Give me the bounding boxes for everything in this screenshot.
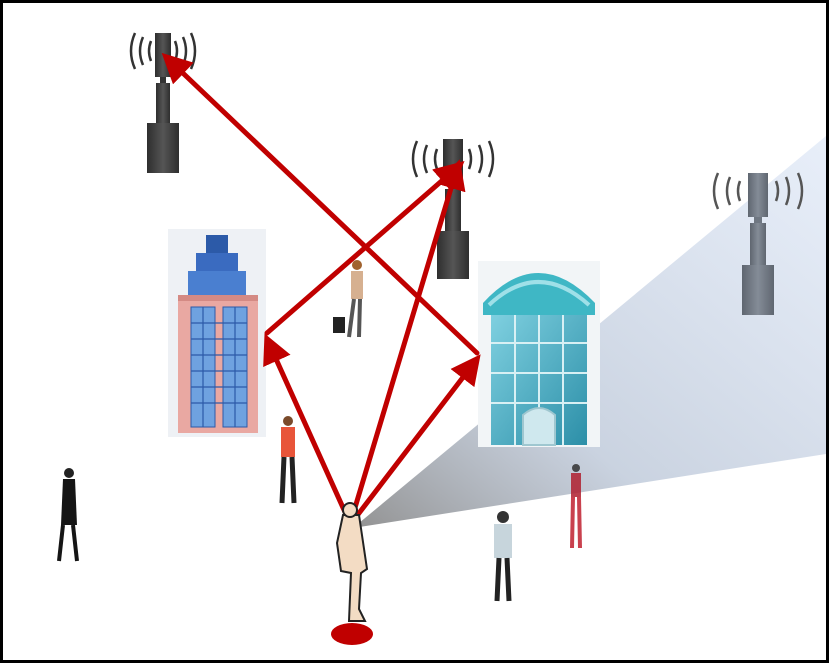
- building-icon: [168, 229, 266, 437]
- cell-tower-icon: [129, 32, 197, 173]
- cell-tower-icon: [411, 139, 495, 279]
- path-user-to-tower-2: [348, 159, 466, 524]
- path-building-right-to-tower-1: [161, 52, 480, 356]
- pedestrian-icon: [333, 260, 363, 338]
- signal-paths: [161, 52, 481, 524]
- diagram-canvas: [57, 32, 826, 645]
- beam-cone: [353, 135, 826, 528]
- cell-tower-icon: [712, 172, 804, 315]
- pedestrian-icon: [279, 416, 297, 504]
- pedestrian-icon: [57, 468, 79, 562]
- path-user-to-building-left: [263, 333, 352, 524]
- pedestrian-icon: [494, 511, 512, 602]
- path-building-left-to-tower-2: [264, 161, 465, 336]
- user-pedestrian-icon: [331, 502, 373, 645]
- path-user-to-building-right: [350, 354, 481, 524]
- building-icon: [478, 261, 600, 447]
- pedestrian-icon: [570, 464, 582, 549]
